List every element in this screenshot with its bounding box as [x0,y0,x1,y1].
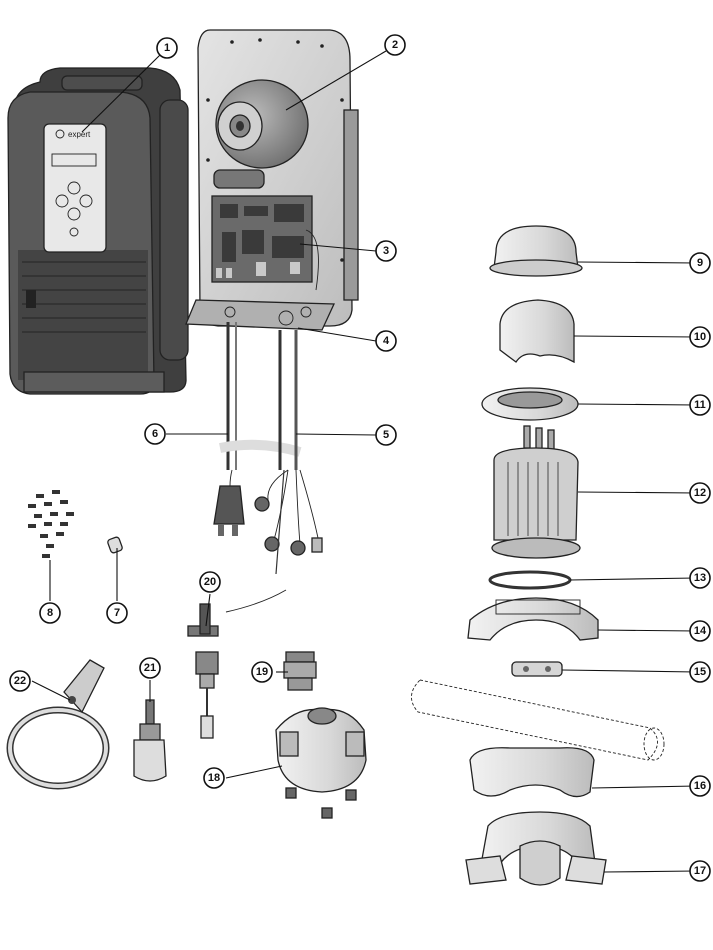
callout-markers: 1 2 3 4 5 6 7 8 9 10 11 12 13 14 15 16 1… [9,34,711,882]
callout-22-label: 22 [14,675,26,687]
callout-18: 18 [203,767,225,789]
logo-expert: expert [68,130,91,139]
callout-13-label: 13 [694,572,706,584]
callout-7-label: 7 [114,607,120,619]
callout-15: 15 [689,661,711,683]
fuse [107,536,123,554]
callout-22: 22 [9,670,31,692]
screws-set [28,490,74,558]
callout-21: 21 [139,657,161,679]
callout-18-label: 18 [208,772,220,784]
callout-1: 1 [156,37,178,59]
callout-3: 3 [375,240,397,262]
callout-12-label: 12 [694,487,706,499]
clamping-ring [6,659,110,790]
callout-1-label: 1 [164,42,170,54]
callout-13: 13 [689,567,711,589]
leader-lines [31,50,697,873]
callout-16-label: 16 [694,780,706,792]
callout-14-label: 14 [694,625,707,637]
callout-12: 12 [689,482,711,504]
callout-20: 20 [199,571,221,593]
flow-switch [187,589,287,739]
callout-19: 19 [251,661,273,683]
callout-8-label: 8 [47,607,53,619]
callout-4-label: 4 [383,335,390,347]
callout-6: 6 [144,423,166,445]
lower-collar [469,747,595,798]
callout-20-label: 20 [204,576,216,588]
probe-fitting [133,699,167,782]
callout-17: 17 [689,860,711,882]
transformer-coil [213,79,309,189]
cell-cap [489,225,583,277]
cell-cable [254,330,323,575]
callout-21-label: 21 [144,662,156,674]
control-circuit-board [211,195,319,291]
callout-10: 10 [689,326,711,348]
callout-10-label: 10 [694,331,706,343]
callout-3-label: 3 [383,245,389,257]
callout-5-label: 5 [383,429,389,441]
callout-9: 9 [689,252,711,274]
callout-6-label: 6 [152,428,158,440]
electrolysis-cell [491,425,581,559]
callout-15-label: 15 [694,666,706,678]
base-bracket [185,299,336,331]
upper-collar [467,597,599,641]
pipe-clamp-saddle [275,707,367,819]
pipe-section [411,679,665,761]
callout-11: 11 [689,394,711,416]
callout-2-label: 2 [392,39,398,51]
power-cable [213,322,302,536]
controller-housing: expert [7,67,189,395]
threaded-adapter [283,651,317,691]
cell-nut [481,387,579,421]
callout-4: 4 [375,330,397,352]
callout-7: 7 [106,602,128,624]
gasket [511,661,563,677]
o-ring-seal [488,570,572,590]
callout-9-label: 9 [697,257,703,269]
callout-17-label: 17 [694,865,706,877]
cell-cover [499,299,575,364]
callout-11-label: 11 [694,399,706,411]
callout-2: 2 [384,34,406,56]
callout-14: 14 [689,620,711,642]
callout-8: 8 [39,602,61,624]
callout-19-label: 19 [256,666,268,678]
callout-16: 16 [689,775,711,797]
lower-body-bracket [465,811,607,886]
callout-5: 5 [375,424,397,446]
